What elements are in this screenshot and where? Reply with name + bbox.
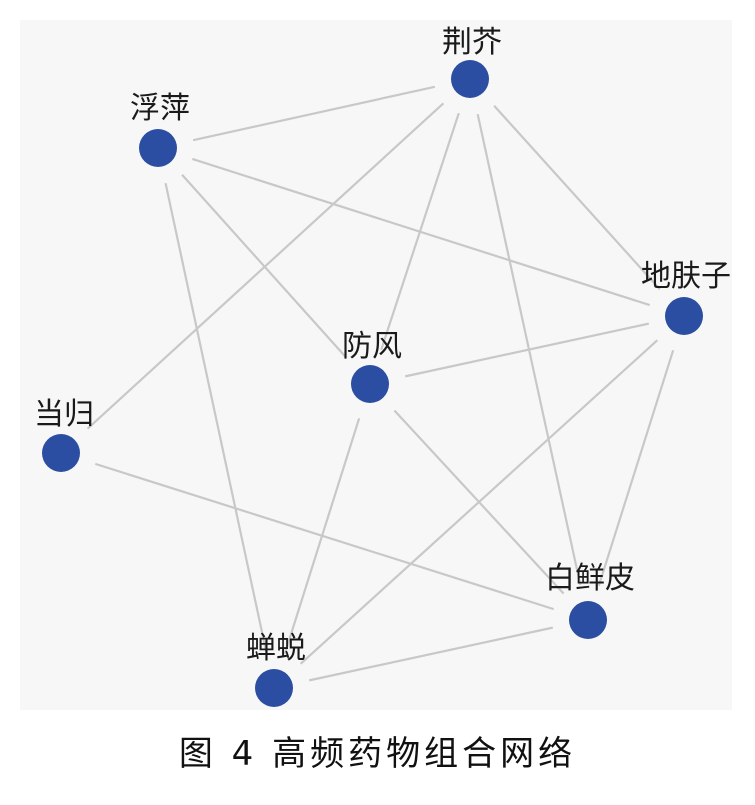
node-baixianpi <box>569 601 607 639</box>
edge-danggui-baixianpi <box>94 462 555 611</box>
node-label-danggui: 当归 <box>34 397 94 432</box>
edge-difuzi-baixianpi <box>597 349 675 587</box>
edge-jingjie-danggui <box>86 102 445 430</box>
node-label-jingjie: 荆芥 <box>442 25 502 60</box>
node-fangfeng <box>351 365 389 403</box>
figure-caption: 图 4 高频药物组合网络 <box>178 734 577 774</box>
graph-background <box>20 20 732 710</box>
node-difuzi <box>665 297 703 335</box>
edge-fuping-chantui <box>164 182 268 654</box>
node-jingjie <box>451 60 489 98</box>
node-label-baixianpi: 白鲜皮 <box>545 561 635 596</box>
node-chantui <box>255 669 293 707</box>
edge-fuping-difuzi <box>191 157 651 307</box>
node-label-chantui: 蝉蜕 <box>246 631 306 666</box>
node-label-difuzi: 地肤子 <box>641 259 731 294</box>
edge-jingjie-difuzi <box>493 104 661 291</box>
edge-fuping-fangfeng <box>181 174 347 358</box>
node-fuping <box>139 129 177 167</box>
node-layer <box>42 60 703 707</box>
node-danggui <box>42 434 80 472</box>
edge-difuzi-fangfeng <box>404 322 650 378</box>
edge-layer <box>86 85 675 682</box>
edge-baixianpi-chantui <box>308 626 554 682</box>
edge-fangfeng-baixianpi <box>393 409 565 595</box>
node-label-fuping: 浮萍 <box>130 91 190 126</box>
node-label-fangfeng: 防风 <box>342 329 402 364</box>
edge-jingjie-fuping <box>192 85 436 142</box>
